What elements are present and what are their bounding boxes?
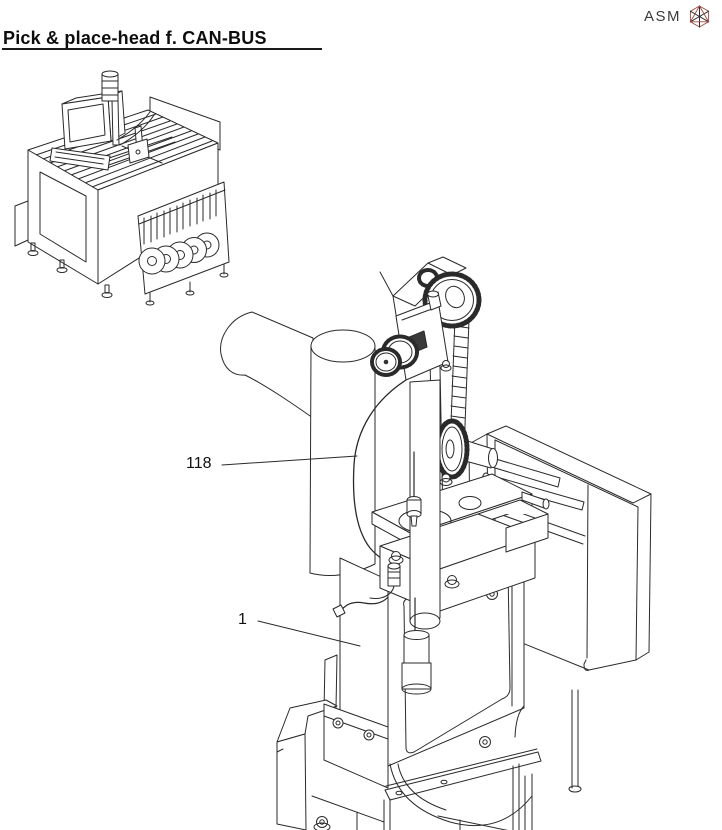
nozzle	[401, 597, 432, 695]
head-motor	[370, 290, 452, 381]
machine-feet	[27, 242, 113, 298]
asm-hexagon-icon	[689, 5, 710, 28]
asm-logo-text: ASM	[644, 8, 682, 25]
feeder-bank	[137, 181, 230, 306]
callout-label-118: 118	[186, 455, 212, 472]
title-underline	[2, 48, 322, 50]
bottom-frame	[311, 689, 582, 830]
vertical-cylinder	[309, 329, 376, 577]
sensor-needle	[406, 451, 422, 527]
tape-reels	[138, 232, 220, 275]
gantry	[99, 125, 176, 168]
machine-side-panel	[14, 200, 29, 247]
beacon-light	[101, 70, 155, 146]
z-axis-gear	[434, 418, 498, 480]
top-gear	[422, 271, 482, 329]
fittings	[332, 551, 460, 618]
head-assembly-drawing	[220, 256, 652, 830]
callout-line-118	[221, 455, 358, 466]
spindle-column	[409, 379, 441, 630]
callout-label-1: 1	[238, 611, 247, 628]
machine-door	[39, 171, 87, 263]
callout-line-1	[257, 620, 361, 647]
feeder-tapes	[143, 189, 217, 245]
plate-hole	[458, 496, 482, 510]
wing-plate	[276, 733, 307, 830]
gantry-tube	[220, 311, 314, 419]
monitor-screen	[67, 103, 106, 143]
page-title: Pick & place-head f. CAN-BUS	[3, 28, 267, 48]
machine-overview-drawing	[14, 70, 230, 306]
asm-logo: ASM	[644, 5, 711, 28]
